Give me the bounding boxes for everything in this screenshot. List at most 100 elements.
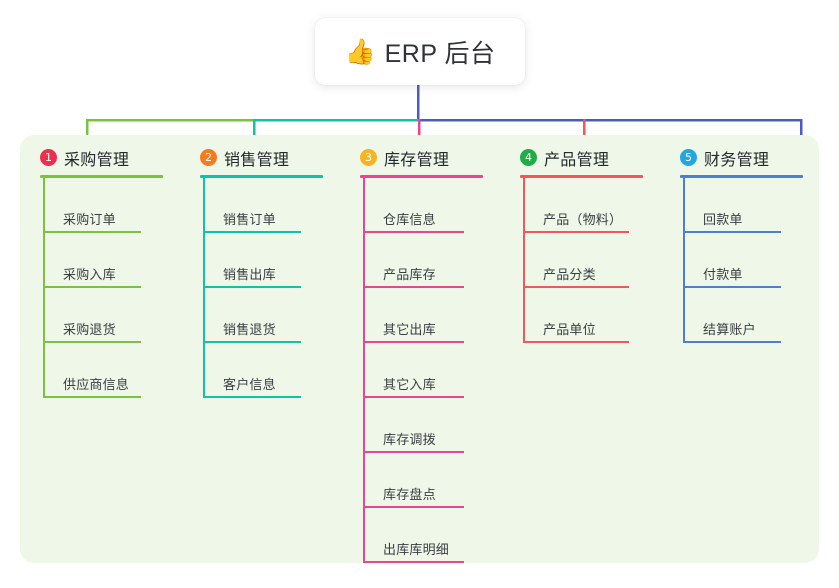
branch-header-1[interactable]: 1 采购管理 (40, 135, 180, 171)
leaf-node-underline (363, 341, 464, 343)
leaf-node-underline (523, 231, 629, 233)
leaf-node[interactable]: 产品分类 (523, 233, 660, 288)
leaf-node[interactable]: 采购入库 (43, 233, 180, 288)
leaf-node-underline (203, 231, 301, 233)
leaf-node-underline (523, 286, 629, 288)
root-node-label: ERP 后台 (384, 39, 496, 68)
leaf-node-underline (363, 231, 464, 233)
leaf-node[interactable]: 回款单 (683, 178, 820, 233)
branch-column-2: 2 销售管理销售订单销售出库销售退货客户信息 (180, 135, 340, 563)
leaf-node[interactable]: 其它入库 (363, 343, 500, 398)
leaf-node[interactable]: 产品库存 (363, 233, 500, 288)
leaf-node-label: 库存调拨 (383, 432, 436, 447)
leaf-node[interactable]: 销售订单 (203, 178, 340, 233)
leaf-node[interactable]: 其它出库 (363, 288, 500, 343)
leaf-node-label: 其它入库 (383, 377, 436, 392)
leaf-node[interactable]: 供应商信息 (43, 343, 180, 398)
leaf-node[interactable]: 产品单位 (523, 288, 660, 343)
leaf-node[interactable]: 付款单 (683, 233, 820, 288)
branch-panel (20, 135, 819, 563)
branch-title-3: 库存管理 (384, 151, 450, 169)
leaf-node-underline (363, 506, 464, 508)
connector-bus-teal (253, 119, 418, 122)
leaf-node-label: 付款单 (703, 267, 743, 282)
leaf-node-underline (363, 451, 464, 453)
branch-column-1: 1 采购管理采购订单采购入库采购退货供应商信息 (20, 135, 180, 563)
branch-badge-2: 2 (200, 149, 217, 166)
leaf-node-label: 仓库信息 (383, 212, 436, 227)
branch-rule-2 (200, 175, 323, 178)
branch-items-1: 采购订单采购入库采购退货供应商信息 (40, 178, 180, 398)
leaf-node-underline (363, 396, 464, 398)
leaf-node[interactable]: 销售出库 (203, 233, 340, 288)
leaf-node-label: 销售出库 (223, 267, 276, 282)
branch-rule-4 (520, 175, 643, 178)
branch-badge-5: 5 (680, 149, 697, 166)
leaf-node-label: 产品分类 (543, 267, 596, 282)
branch-header-5[interactable]: 5 财务管理 (680, 135, 820, 171)
branch-badge-4: 4 (520, 149, 537, 166)
connector-trunk (417, 85, 420, 122)
branch-column-5: 5 财务管理回款单付款单结算账户 (660, 135, 820, 563)
branch-badge-1: 1 (40, 149, 57, 166)
leaf-node[interactable]: 结算账户 (683, 288, 820, 343)
thumbs-up-icon: 👍 (344, 38, 376, 66)
leaf-node-underline (683, 286, 781, 288)
leaf-node[interactable]: 采购退货 (43, 288, 180, 343)
branch-header-3[interactable]: 3 库存管理 (360, 135, 500, 171)
leaf-node[interactable]: 销售退货 (203, 288, 340, 343)
leaf-node-label: 结算账户 (703, 322, 756, 337)
root-node[interactable]: 👍 ERP 后台 (315, 18, 525, 85)
leaf-node-underline (363, 286, 464, 288)
branch-badge-3: 3 (360, 149, 377, 166)
leaf-node-label: 采购入库 (63, 267, 116, 282)
leaf-node-underline (683, 341, 781, 343)
branch-rule-5 (680, 175, 803, 178)
leaf-node-label: 出库库明细 (383, 542, 450, 557)
branch-items-2: 销售订单销售出库销售退货客户信息 (200, 178, 340, 398)
branch-items-3: 仓库信息产品库存其它出库其它入库库存调拨库存盘点出库库明细 (360, 178, 500, 563)
leaf-node-label: 销售退货 (223, 322, 276, 337)
branch-column-3: 3 库存管理仓库信息产品库存其它出库其它入库库存调拨库存盘点出库库明细 (340, 135, 500, 563)
leaf-node-label: 销售订单 (223, 212, 276, 227)
leaf-node-label: 采购订单 (63, 212, 116, 227)
leaf-node-underline (43, 286, 141, 288)
branch-header-4[interactable]: 4 产品管理 (520, 135, 660, 171)
branch-title-1: 采购管理 (64, 151, 130, 169)
branch-title-5: 财务管理 (704, 151, 770, 169)
leaf-node-underline (523, 341, 629, 343)
leaf-node-label: 客户信息 (223, 377, 276, 392)
branch-items-4: 产品（物料） 产品分类产品单位 (520, 178, 660, 343)
leaf-node-label: 产品库存 (383, 267, 436, 282)
leaf-node[interactable]: 库存盘点 (363, 453, 500, 508)
leaf-node[interactable]: 客户信息 (203, 343, 340, 398)
leaf-node[interactable]: 出库库明细 (363, 508, 500, 563)
branch-header-2[interactable]: 2 销售管理 (200, 135, 340, 171)
leaf-node[interactable]: 产品（物料） (523, 178, 660, 233)
branch-title-2: 销售管理 (224, 151, 290, 169)
leaf-node-label: 采购退货 (63, 322, 116, 337)
leaf-node[interactable]: 采购订单 (43, 178, 180, 233)
leaf-node-underline (203, 396, 301, 398)
leaf-node-underline (363, 561, 464, 563)
leaf-node[interactable]: 仓库信息 (363, 178, 500, 233)
branch-title-4: 产品管理 (544, 151, 610, 169)
leaf-node-label: 回款单 (703, 212, 743, 227)
leaf-node-underline (203, 286, 301, 288)
branch-column-4: 4 产品管理产品（物料） 产品分类产品单位 (500, 135, 660, 563)
connector-bus-green (86, 119, 253, 122)
leaf-node-underline (43, 396, 141, 398)
leaf-node-label: 产品（物料） (543, 212, 623, 227)
branch-rule-3 (360, 175, 483, 178)
leaf-node-label: 产品单位 (543, 322, 596, 337)
leaf-node-label: 供应商信息 (63, 377, 130, 392)
leaf-node-label: 其它出库 (383, 322, 436, 337)
connector-bus-blue (418, 119, 802, 122)
leaf-node[interactable]: 库存调拨 (363, 398, 500, 453)
leaf-node-underline (43, 341, 141, 343)
branch-items-5: 回款单付款单结算账户 (680, 178, 820, 343)
leaf-node-label: 库存盘点 (383, 487, 436, 502)
leaf-node-underline (683, 231, 781, 233)
leaf-node-underline (203, 341, 301, 343)
